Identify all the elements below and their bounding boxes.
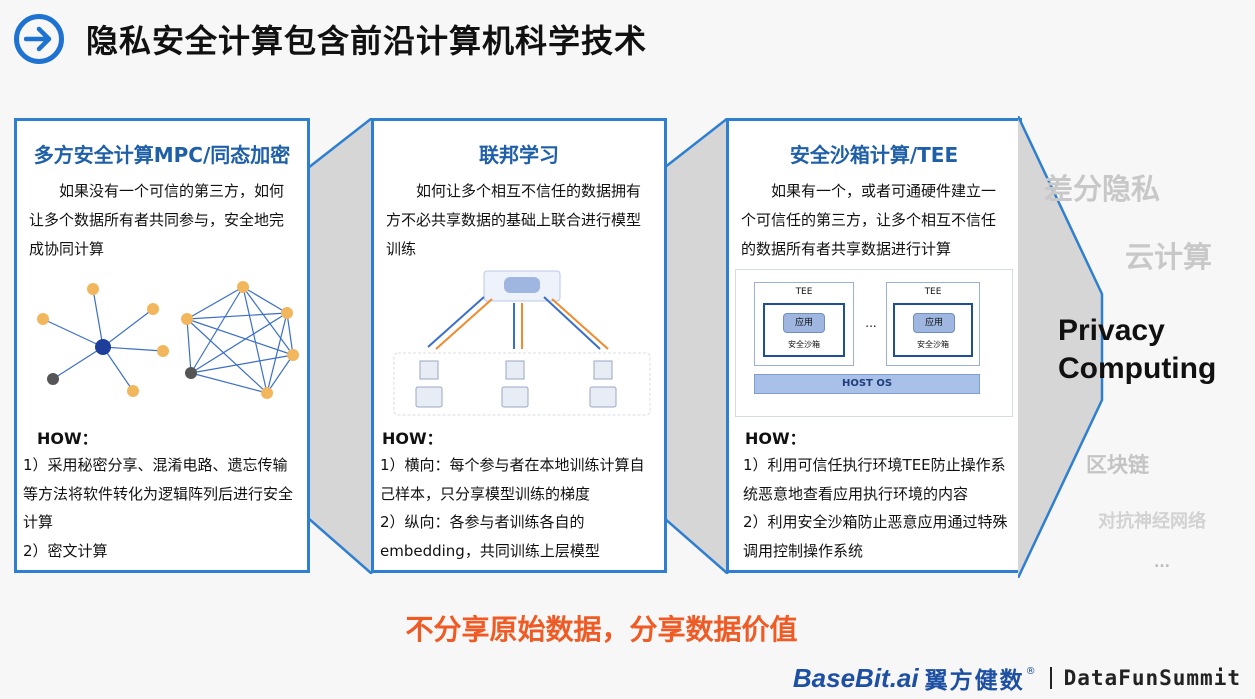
how-list-tee: 1）利用可信任执行环境TEE防止操作系统恶意地查看应用执行环境的内容 2）利用安… — [743, 451, 1011, 565]
panel-title-tee: 安全沙箱计算/TEE — [789, 143, 959, 167]
footer: BaseBit.ai 翼方健数 ® DataFunSummit — [793, 660, 1241, 696]
panel-federated-learning: 联邦学习 如何让多个相互不信任的数据拥有方不必共享数据的基础上联合进行模型训练 … — [371, 118, 667, 573]
panel-title-federated: 联邦学习 — [479, 143, 559, 167]
tag-blockchain: 区块链 — [1086, 453, 1149, 477]
tag-differential-privacy: 差分隐私 — [1044, 172, 1161, 206]
privacy-computing-line2: Computing — [1058, 352, 1217, 385]
how-list-mpc: 1）采用秘密分享、混淆电路、遗忘传输等方法将软件转化为逻辑阵列后进行安全计算 2… — [23, 451, 299, 565]
sandbox-label: 安全沙箱 — [788, 340, 820, 349]
tag-more: ... — [1154, 555, 1170, 571]
footer-divider — [1049, 667, 1052, 689]
tag-cloud-computing: 云计算 — [1125, 240, 1213, 274]
panel-title-mpc: 多方安全计算MPC/同态加密 — [33, 143, 291, 167]
how-item: 2）纵向：各参与者训练各自的embedding，共同训练上层模型 — [380, 513, 600, 560]
host-os-bar: HOST OS — [754, 374, 980, 394]
panel-connector-2 — [664, 118, 729, 574]
slide-header: 隐私安全计算包含前沿计算机科学技术 — [14, 12, 647, 66]
privacy-computing-arrow — [1018, 116, 1104, 578]
how-list-federated: 1）横向：每个参与者在本地训练计算自己样本，只分享模型训练的梯度 2）纵向：各参… — [380, 451, 656, 565]
registered-mark: ® — [1025, 666, 1036, 677]
basebit-logo: BaseBit.ai — [792, 662, 919, 693]
how-label-mpc: HOW： — [37, 429, 98, 448]
panel-description-federated: 如何让多个相互不信任的数据拥有方不必共享数据的基础上联合进行模型训练 — [386, 182, 642, 258]
basebit-cn-name: 翼方健数 — [924, 668, 1025, 694]
how-label-federated: HOW： — [382, 429, 443, 448]
event-name: DataFunSummit — [1063, 666, 1241, 690]
tee-label: TEE — [924, 287, 942, 297]
sandbox-box: 应用 安全沙箱 — [763, 303, 845, 357]
tee-label: TEE — [795, 287, 813, 297]
tee-block-left: TEE 应用 安全沙箱 — [754, 282, 854, 366]
panel-description-tee: 如果有一个，或者可通硬件建立一个可信任的第三方，让多个相互不信任的数据所有者共享… — [741, 182, 997, 258]
tee-block-right: TEE 应用 安全沙箱 — [886, 282, 980, 366]
how-item: 1）采用秘密分享、混淆电路、遗忘传输等方法将软件转化为逻辑阵列后进行安全计算 — [23, 456, 294, 531]
slogan: 不分享原始数据，分享数据价值 — [405, 613, 798, 646]
panel-tee: 安全沙箱计算/TEE 如果有一个，或者可通硬件建立一个可信任的第三方，让多个相互… — [726, 118, 1022, 573]
app-box: 应用 — [783, 313, 825, 333]
tag-gan: 对抗神经网络 — [1098, 511, 1206, 532]
panel-connector-1 — [308, 118, 373, 574]
ellipsis: ... — [865, 316, 877, 330]
how-item: 2）密文计算 — [23, 541, 108, 560]
federated-learning-figure — [393, 270, 651, 416]
sandbox-box: 应用 安全沙箱 — [893, 303, 973, 357]
page-title: 隐私安全计算包含前沿计算机科学技术 — [86, 22, 648, 60]
privacy-computing-label: Privacy Computing — [1058, 312, 1216, 388]
how-label-tee: HOW： — [745, 429, 806, 448]
panel-mpc: 多方安全计算MPC/同态加密 如果没有一个可信的第三方，如何让多个数据所有者共同… — [14, 118, 310, 573]
arrow-right-circle-icon — [14, 14, 64, 64]
panel-description-mpc: 如果没有一个可信的第三方，如何让多个数据所有者共同参与，安全地完成协同计算 — [29, 182, 285, 258]
how-item: 1）利用可信任执行环境TEE防止操作系统恶意地查看应用执行环境的内容 — [743, 456, 1006, 503]
privacy-computing-line1: Privacy — [1058, 314, 1165, 347]
tee-architecture-figure: TEE 应用 安全沙箱 ... TEE 应用 安全沙箱 HOST OS — [735, 269, 1013, 417]
mpc-network-figure — [37, 281, 299, 399]
sandbox-label: 安全沙箱 — [917, 340, 949, 349]
how-item: 2）利用安全沙箱防止恶意应用通过特殊调用控制操作系统 — [743, 513, 1008, 560]
how-item: 1）横向：每个参与者在本地训练计算自己样本，只分享模型训练的梯度 — [380, 456, 645, 503]
app-box: 应用 — [913, 313, 955, 333]
